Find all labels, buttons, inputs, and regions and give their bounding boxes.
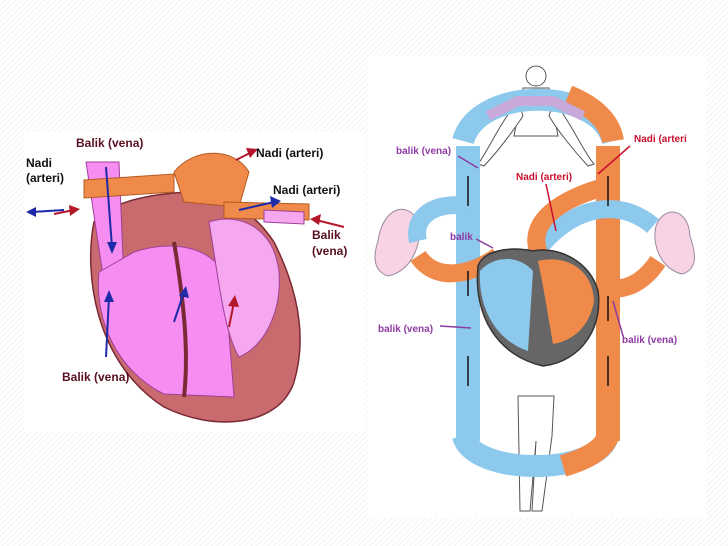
left-heart-chamber bbox=[208, 218, 280, 358]
circulation-diagram-panel: balik (vena) Nadi (arteri Nadi (arteri) … bbox=[368, 56, 706, 518]
label-vena-top: Balik (vena) bbox=[76, 136, 144, 150]
right-heart-chamber bbox=[97, 245, 235, 398]
heart-illustration bbox=[26, 148, 345, 423]
label-vena-lower-right: balik (vena) bbox=[622, 335, 678, 346]
blue-flow-arrows bbox=[31, 166, 275, 358]
pointer-balik-left bbox=[475, 238, 494, 249]
pulmonary-loop-left-blue bbox=[408, 196, 470, 244]
heart-left-side bbox=[538, 259, 594, 344]
aorta bbox=[173, 152, 250, 208]
upper-capillary-arc-red bbox=[563, 85, 624, 144]
label-arteri-left-1: Nadi bbox=[26, 156, 53, 170]
heart-septum bbox=[172, 241, 188, 398]
right-lung bbox=[654, 211, 695, 275]
label-vena-bottom: Balik (vena) bbox=[62, 370, 130, 384]
pointer-arteri-center bbox=[545, 183, 557, 232]
label-vena-right-1: Balik bbox=[312, 228, 341, 242]
label-balik-left: balik bbox=[450, 232, 473, 243]
label-arteri-mid-right: Nadi (arteri) bbox=[273, 183, 341, 197]
upper-capillary-net bbox=[485, 96, 586, 121]
label-arteri-top-right: Nadi (arteri) bbox=[256, 146, 324, 160]
label-arteri-top-right: Nadi (arteri bbox=[634, 134, 687, 145]
red-arrow-heads bbox=[69, 148, 321, 307]
pulmonary-vein bbox=[263, 209, 305, 225]
label-arteri-left-2: (arteri) bbox=[26, 171, 65, 185]
heart-diagram-panel: Balik (vena) Nadi (arteri) Nadi (arteri)… bbox=[24, 132, 364, 432]
pulmonary-loop-right-blue bbox=[525, 200, 659, 262]
circulation-illustration bbox=[374, 65, 695, 512]
lower-body-figure bbox=[517, 395, 555, 512]
blue-arrow-heads bbox=[26, 196, 281, 302]
label-vena-upper-left: balik (vena) bbox=[396, 146, 452, 157]
flow-arrows bbox=[467, 176, 609, 386]
pulmonary-loop-right-red bbox=[601, 255, 666, 298]
pointer-arteri-top-right bbox=[597, 145, 631, 175]
label-vena-lower-left: balik (vena) bbox=[378, 324, 434, 335]
pointer-vena-lower-left bbox=[439, 325, 472, 329]
left-lung bbox=[374, 208, 420, 277]
label-vena-right-2: (vena) bbox=[312, 244, 348, 258]
label-arteri-center: Nadi (arteri) bbox=[516, 172, 573, 183]
pointer-vena-upper-left bbox=[457, 155, 479, 169]
heart-right-side bbox=[479, 258, 533, 351]
pointer-vena-lower-right bbox=[612, 300, 624, 337]
